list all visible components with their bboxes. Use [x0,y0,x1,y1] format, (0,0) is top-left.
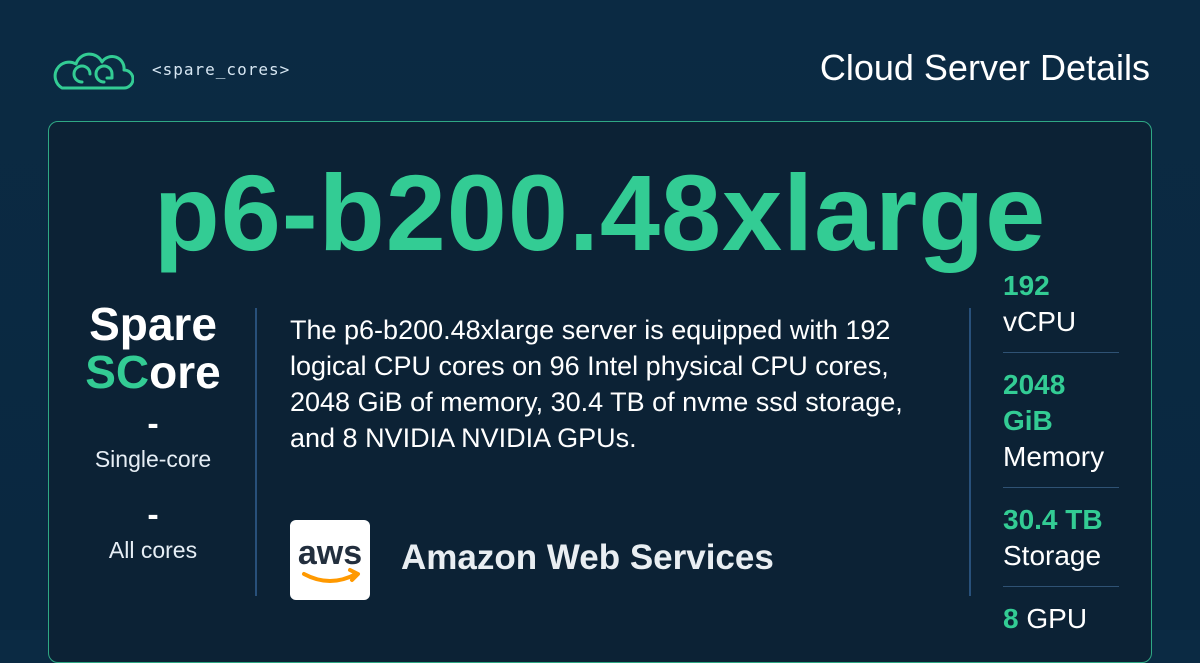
divider [969,308,971,596]
score-title-line1: Spare [89,298,217,350]
stat-gpu: 8 GPU [1003,601,1119,649]
header: <spare_cores> Cloud Server Details [0,0,1200,120]
score-title-line2: SCore [79,348,227,396]
stat-storage: 30.4 TB Storage [1003,502,1119,587]
server-stats: 192 vCPU 2048 GiB Memory 30.4 TB Storage… [1003,268,1119,663]
spare-score-panel: Spare SCore - Single-core - All cores [79,300,227,564]
aws-logo-graphic: aws [298,534,362,583]
divider [255,308,257,596]
score-title-rest: ore [149,346,221,398]
aws-logo-text: aws [298,534,362,572]
provider-name[interactable]: Amazon Web Services [401,538,774,577]
stat-label: vCPU [1003,306,1077,337]
stat-value: 192 [1003,270,1050,301]
stat-label: Memory [1003,441,1105,472]
stat-label: Storage [1003,540,1102,571]
stat-value: 30.4 TB [1003,504,1103,535]
page-title: Cloud Server Details [819,47,1150,88]
server-name: p6-b200.48xlarge [153,152,1047,273]
stat-memory: 2048 GiB Memory [1003,367,1119,488]
score-title-accent: SC [85,346,150,398]
all-cores-label: All cores [108,537,198,563]
brand-name[interactable]: <spare_cores> [152,60,291,79]
stat-value: 2048 GiB [1003,369,1066,436]
single-core-label: Single-core [94,446,212,472]
stat-value: 8 [1003,603,1019,634]
stat-vcpu: 192 vCPU [1003,268,1119,353]
single-core-score: - [147,405,159,443]
server-description: The p6-b200.48xlarge server is equipped … [290,315,903,453]
server-card: p6-b200.48xlarge Spare SCore - Single-co… [48,121,1152,663]
stat-label: GPU [1026,603,1088,634]
aws-logo-icon[interactable]: aws [290,520,370,600]
spare-cores-logo-icon[interactable] [52,52,134,92]
all-cores-score: - [147,496,159,534]
